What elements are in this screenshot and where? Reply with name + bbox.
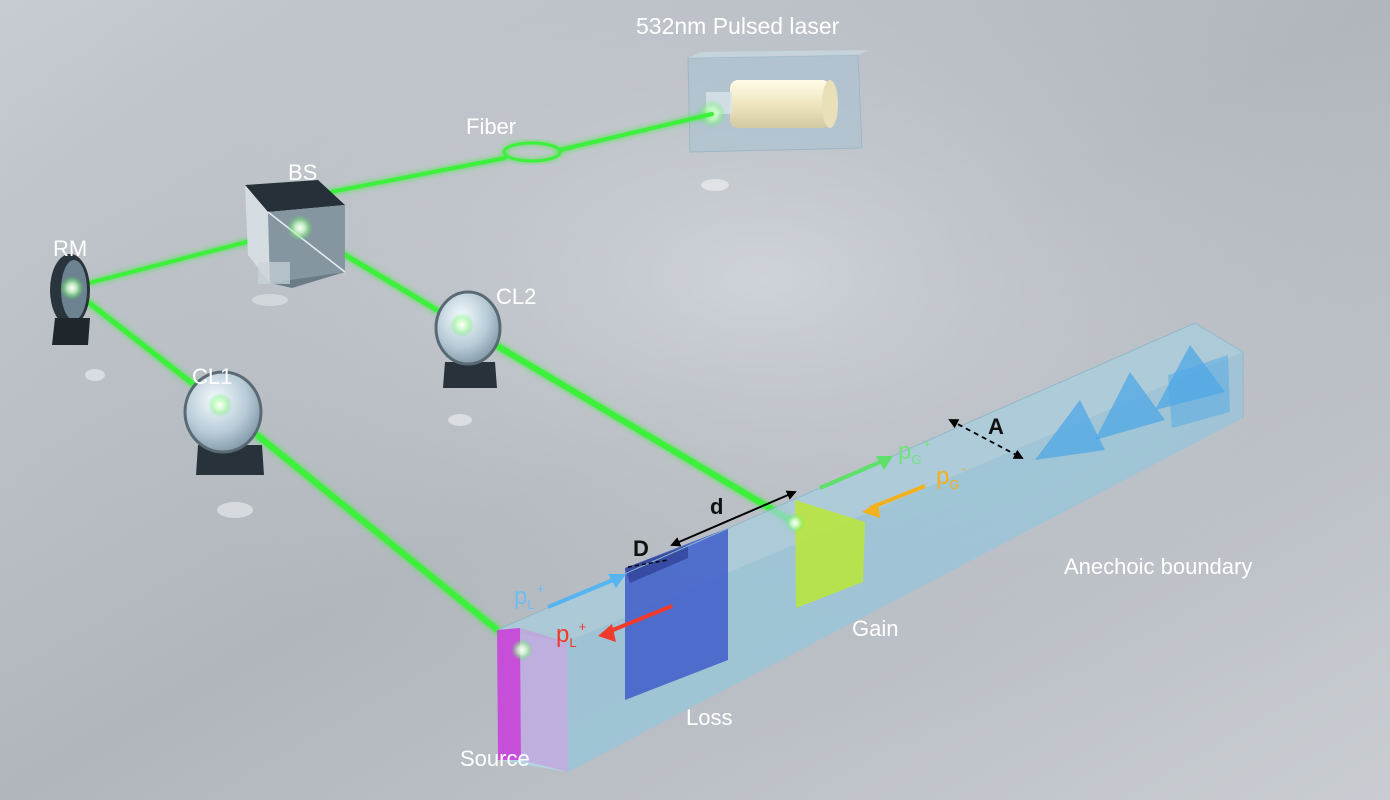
dimension-A: [948, 419, 1024, 459]
pulsed-laser: [687, 50, 870, 153]
label-pg-minus: pG-: [936, 461, 966, 492]
label-bs: BS: [288, 160, 317, 185]
anechoic-wedges: [1035, 345, 1230, 460]
reflecting-mirror: [50, 254, 90, 345]
pressure-arrows: [547, 456, 926, 642]
label-source: Source: [460, 746, 530, 771]
label-fiber: Fiber: [466, 114, 516, 139]
beam-laser-to-fiber: [558, 112, 714, 152]
label-d: d: [710, 494, 723, 519]
fiber-loop: [502, 141, 562, 163]
label-cl1: CL1: [192, 364, 232, 389]
label-rm: RM: [53, 236, 87, 261]
label-pl-plus-red: pL+: [556, 619, 586, 650]
beam-cl2-to-gain: [459, 322, 798, 526]
label-D: D: [633, 536, 649, 561]
label-loss: Loss: [686, 705, 732, 730]
label-gain: Gain: [852, 616, 898, 641]
waveguide: [496, 322, 1244, 772]
arrow-pg-plus: [819, 458, 886, 490]
gain-region: [795, 500, 865, 608]
label-laser: 532nm Pulsed laser: [636, 13, 840, 39]
label-pg-plus: pG+: [898, 436, 931, 467]
source-region: [497, 628, 521, 760]
label-A: A: [988, 414, 1004, 439]
label-pl-plus-blue: pL+: [514, 581, 544, 612]
beam-cl1-to-source: [217, 402, 525, 653]
arrow-pg-minus: [869, 484, 926, 510]
label-anechoic: Anechoic boundary: [1064, 554, 1252, 579]
arrow-pl-red: [607, 604, 673, 634]
beam-splitter: [245, 180, 346, 288]
labels: 532nm Pulsed laser Fiber BS RM CL2 CL1 A…: [53, 13, 1252, 771]
dimension-arrows: [627, 419, 1024, 568]
laser-cylinder: [730, 80, 830, 128]
label-cl2: CL2: [496, 284, 536, 309]
floor-reflections: [85, 179, 729, 518]
arrow-pl-blue: [547, 576, 619, 609]
cylindrical-lens-2: [434, 290, 502, 388]
cylindrical-lens-1: [183, 370, 264, 475]
dimension-d: [670, 490, 797, 547]
